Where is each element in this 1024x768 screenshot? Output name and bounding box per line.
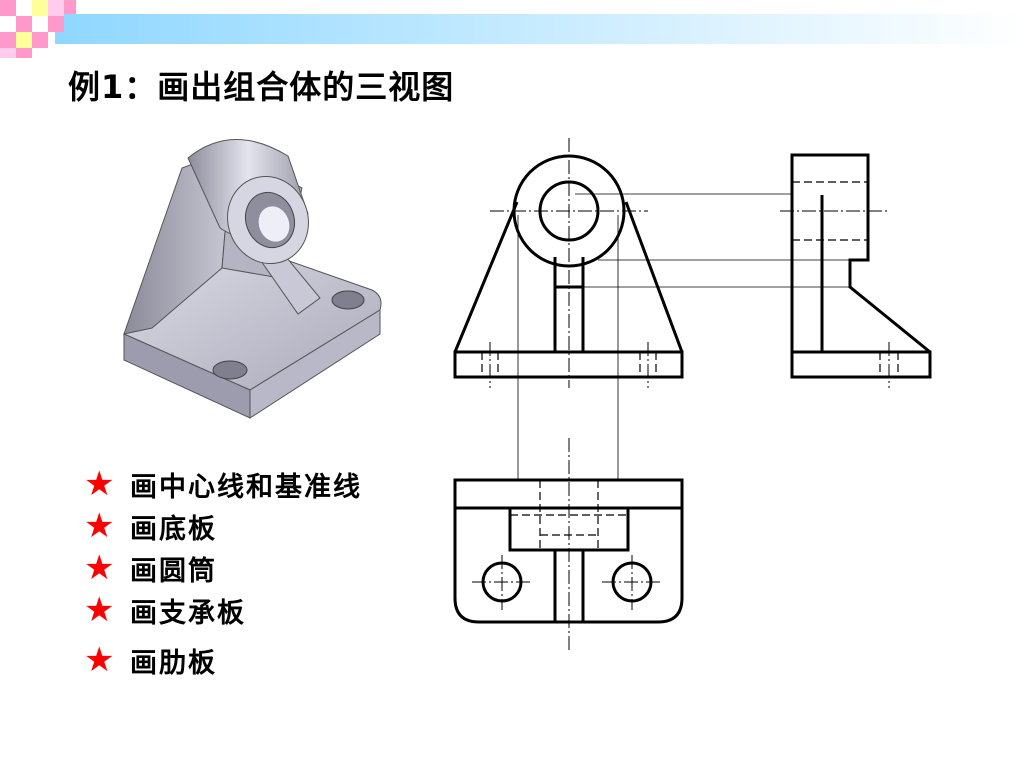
- list-item: ★ 画肋板: [84, 640, 217, 680]
- step-label: 画支承板: [130, 597, 246, 629]
- front-view: [453, 138, 684, 388]
- three-view-drawing: [453, 138, 932, 652]
- projection-lines: [517, 193, 850, 480]
- star-icon: ★: [84, 464, 115, 504]
- step-label: 画底板: [130, 513, 217, 545]
- star-icon: ★: [84, 548, 115, 588]
- isometric-part-illustration: [122, 139, 382, 419]
- top-view: [453, 438, 684, 652]
- header-decoration: [0, 0, 1024, 58]
- side-view: [780, 153, 932, 388]
- star-icon: ★: [84, 640, 115, 680]
- star-icon: ★: [84, 590, 115, 630]
- star-icon: ★: [84, 506, 115, 546]
- list-item: ★ 画支承板: [84, 590, 246, 630]
- list-item: ★ 画中心线和基准线: [84, 464, 362, 504]
- list-item: ★ 画底板: [84, 506, 217, 546]
- step-label: 画中心线和基准线: [130, 471, 362, 503]
- slide-title: 例1：画出组合体的三视图: [68, 68, 455, 106]
- list-item: ★ 画圆筒: [84, 548, 217, 588]
- step-label: 画圆筒: [130, 555, 217, 587]
- step-label: 画肋板: [130, 647, 217, 679]
